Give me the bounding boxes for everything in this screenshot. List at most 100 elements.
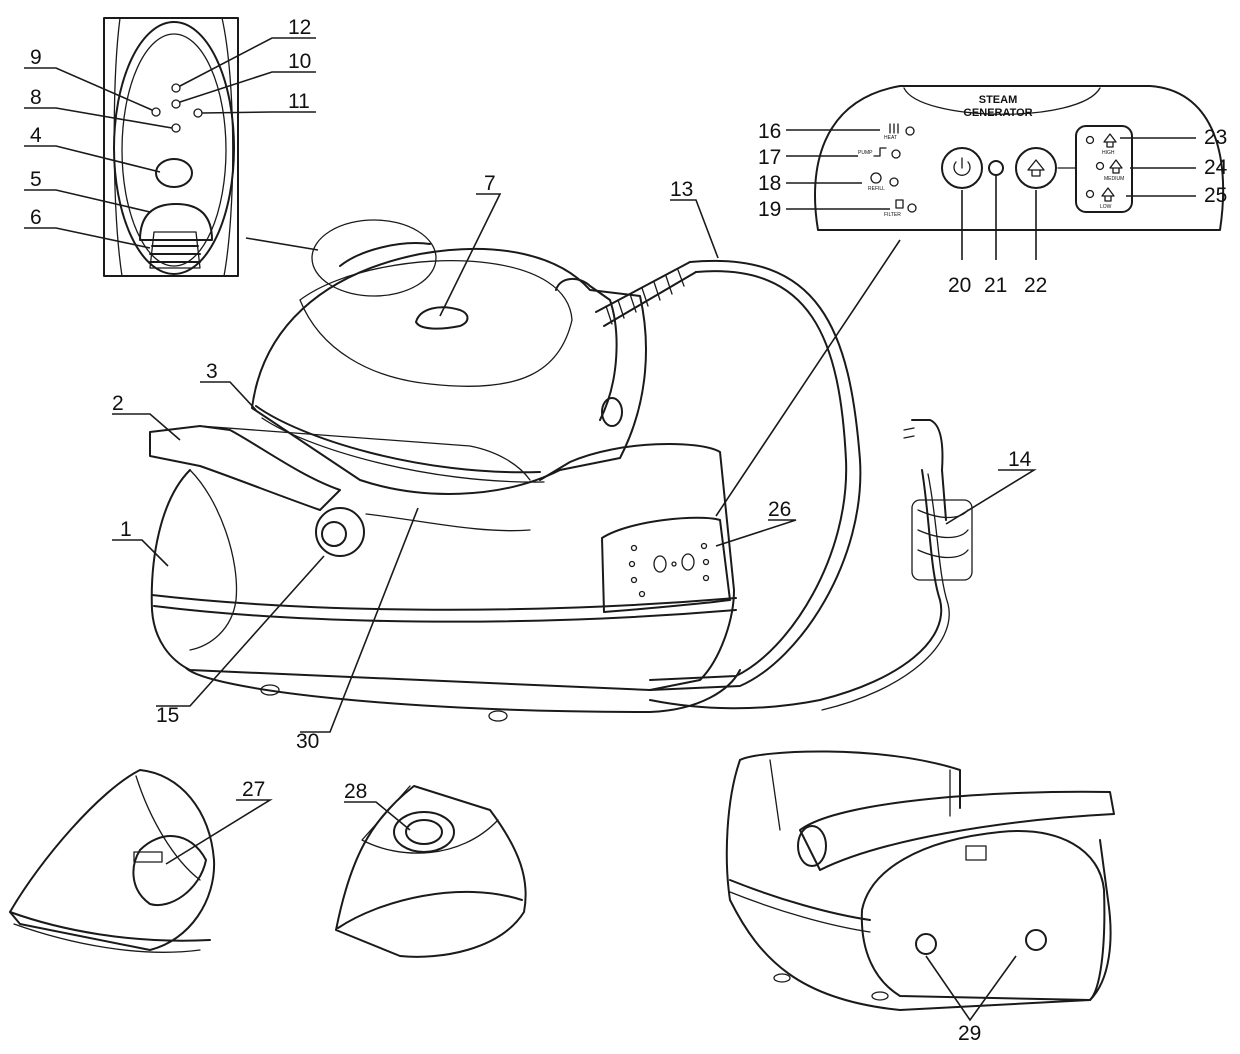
power-cord (649, 469, 943, 710)
indicator-light-11 (193, 108, 203, 118)
refill-icon (870, 172, 882, 184)
detail-27-seam-lower (13, 923, 201, 953)
callout-9: 9 (30, 46, 42, 69)
rest-plate-edge (365, 513, 531, 532)
cord-wrap-loops (917, 509, 969, 559)
detail-29-foot (773, 973, 791, 983)
detail-29-body (725, 759, 1112, 1011)
rear-panel-center-dot (671, 561, 677, 567)
filter-indicator-light (907, 203, 917, 213)
base-foot-left (260, 684, 280, 696)
iron-rest-plate (199, 425, 531, 481)
steam-low-light (1085, 189, 1095, 199)
detail-27-housing (9, 769, 216, 951)
iron-handle-grip-hole (601, 397, 623, 427)
panel-title-generator: GENERATOR (963, 107, 1032, 119)
inset-handle-edge-right (221, 17, 234, 277)
detail-28-socket-outer (393, 811, 455, 853)
callout-numbers: 9 8 4 5 6 12 10 11 2 3 1 7 13 14 15 30 2… (30, 16, 1228, 1045)
callout-26: 26 (768, 498, 791, 521)
callout-15: 15 (156, 704, 179, 727)
inset-inner-oval (121, 33, 227, 267)
base-foot-right (488, 710, 508, 722)
power-plug-pins (903, 427, 915, 439)
iron-lock-lever (149, 425, 341, 511)
iron-body (251, 248, 647, 495)
inset-outer-oval (113, 21, 235, 275)
callout-22: 22 (1024, 274, 1047, 297)
power-cord-inner (821, 473, 950, 711)
filter-icon (895, 199, 904, 209)
detail-29-underside-opening (860, 830, 1106, 1001)
main-steam-generator-unit (149, 219, 973, 722)
steam-level-indicator-box (1075, 125, 1133, 213)
iron-handle-tip (339, 242, 431, 267)
rear-panel-dot (702, 558, 710, 566)
detail-view-28 (335, 785, 527, 958)
handle-controls-inset (103, 17, 239, 277)
steam-trigger-ribs (149, 245, 201, 263)
inset-frame (103, 17, 239, 277)
steam-icon (1027, 159, 1045, 177)
callout-10: 10 (288, 50, 311, 73)
detail-view-27 (9, 769, 216, 953)
rear-panel-hole-right (681, 553, 695, 571)
steam-level-button (1015, 147, 1057, 189)
detail-28-housing (335, 785, 527, 958)
indicator-light-12 (171, 83, 181, 93)
callout-23: 23 (1204, 126, 1227, 149)
indicator-light-9 (151, 107, 161, 117)
base-bottom-edge (185, 667, 741, 713)
detail-view-29 (725, 750, 1115, 1011)
power-indicator-light (988, 160, 1004, 176)
callout-16: 16 (758, 120, 781, 143)
rear-panel-dot (702, 574, 710, 582)
iron-soleplate-edge (255, 405, 541, 474)
refill-label: REFILL (868, 186, 885, 192)
detail-29-foot (871, 991, 889, 1001)
steam-medium-light (1095, 161, 1105, 171)
iron-soleplate-edge-lower (261, 417, 545, 483)
filter-label: FILTER (884, 212, 901, 218)
base-seam-upper (151, 594, 737, 611)
detail-29-lever-pivot (797, 825, 827, 867)
callout-11: 11 (288, 90, 310, 113)
base-side-panel-edge (189, 469, 238, 651)
detail-27-edge (135, 775, 201, 881)
steam-trigger (149, 231, 201, 269)
panel-label-recess (903, 87, 1101, 115)
callout-leader-lines (24, 37, 1196, 1022)
callout-1: 1 (120, 518, 132, 541)
detail-29-screw-right (1025, 929, 1047, 951)
rear-panel-hole-left (653, 555, 667, 573)
heat-icon (889, 123, 899, 134)
detail-27-cavity (132, 835, 207, 907)
callout-27: 27 (242, 778, 265, 801)
steam-low-icon (1101, 187, 1115, 202)
temperature-knob (155, 158, 193, 188)
steam-medium-label: MEDIUM (1104, 176, 1124, 182)
steam-high-label: HIGH (1102, 150, 1115, 156)
callout-3: 3 (206, 360, 218, 383)
iron-top-cover (299, 259, 573, 387)
detail-29-lever (799, 790, 1115, 871)
rear-panel-dot (638, 590, 646, 598)
detail-28-socket-inner (405, 819, 443, 845)
callout-6: 6 (30, 206, 42, 229)
power-plug (911, 419, 947, 521)
detail-29-top-tray (739, 750, 961, 809)
callout-17: 17 (758, 146, 781, 169)
rear-panel-dot (630, 576, 638, 584)
callout-12: 12 (288, 16, 311, 39)
lock-lever-pivot (315, 507, 365, 557)
callout-20: 20 (948, 274, 971, 297)
base-control-panel: STEAM GENERATOR HEAT PUMP REFILL FILTER … (814, 85, 1225, 231)
base-seam-lower (153, 605, 737, 623)
rear-panel-dot (628, 560, 636, 568)
steam-low-label: LOW (1100, 204, 1112, 210)
callout-29: 29 (958, 1022, 981, 1045)
detail-29-tray-walls (769, 759, 951, 831)
detail-29-screw-left (915, 933, 937, 955)
